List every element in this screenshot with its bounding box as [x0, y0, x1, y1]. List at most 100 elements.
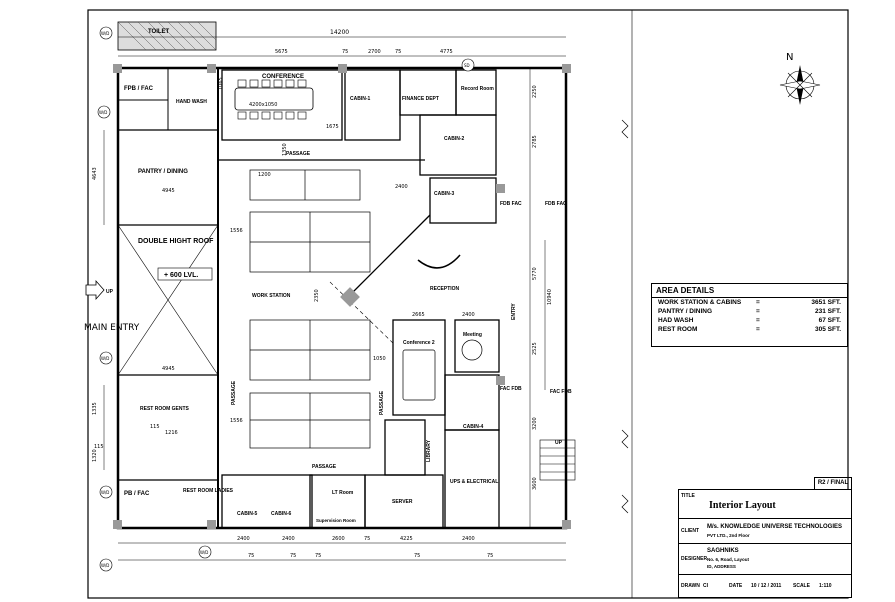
dim-inner-10: 1065 [218, 77, 224, 90]
dim-bot-small-1: 75 [290, 553, 296, 559]
toilet-hatch [117, 21, 217, 51]
designer-label: DESIGNER [681, 556, 708, 562]
scale-value: 1:110 [819, 583, 832, 589]
dim-left-0: 4643 [92, 167, 98, 180]
room-supervision: Supervision Room [316, 518, 356, 523]
room-hand-wash: HAND WASH [176, 99, 207, 105]
conference2-table [402, 349, 436, 401]
dim-right-1: 2785 [532, 135, 538, 148]
designer-sub1: No. 6, Road, Layout [707, 557, 750, 562]
client-name: M/s. KNOWLEDGE UNIVERSE TECHNOLOGIES [707, 524, 843, 530]
room-passage-right: PASSAGE [379, 390, 385, 415]
area-row-value: 305 SFT. [814, 326, 841, 333]
area-row-name: PANTRY / DINING [658, 308, 713, 315]
dim-top-seg-4: 4775 [440, 49, 453, 55]
conference-table [234, 87, 314, 111]
room-double-height: DOUBLE HIGHT ROOF [138, 238, 214, 245]
meeting-table [461, 339, 483, 361]
dim-bot-seg-0: 2400 [237, 536, 250, 542]
room-ups: UPS & ELECTRICAL [450, 479, 498, 485]
dim-inner-7: 4945 [162, 188, 175, 194]
room-fdb-fac1: FDB FAC [500, 201, 522, 207]
room-fdb-fac2: FDB FAC [545, 201, 567, 207]
dim-bot-small-2: 75 [315, 553, 321, 559]
dim-right-3: 2525 [532, 342, 538, 355]
dim-inner-12: 1350 [282, 143, 288, 156]
room-record: Record Room [461, 86, 494, 92]
room-server: SERVER [392, 499, 413, 505]
wd-tag-1: W/D [99, 110, 107, 115]
date-label: DATE [729, 583, 743, 589]
dim-bot-seg-2: 2600 [332, 536, 345, 542]
room-fpb-fac-bottom: PB / FAC [124, 491, 150, 497]
right-stair [539, 439, 576, 481]
drawing-title: Interior Layout [709, 500, 776, 511]
dim-top-seg-2: 2700 [368, 49, 381, 55]
dim-bot-small-0: 75 [248, 553, 254, 559]
room-toilet: TOILET [148, 29, 170, 35]
designer-row: DESIGNER SAGHNIKS No. 6, Road, Layout ID… [679, 544, 851, 575]
area-row-value: 67 SFT. [818, 317, 841, 324]
scale-label: SCALE [793, 583, 810, 589]
main-entry-arrow [85, 279, 105, 301]
break-lines [621, 119, 629, 514]
drawn-value: CI [703, 583, 708, 589]
area-row: HAD WASH=67 SFT. [652, 316, 847, 325]
dim-bot-small-3: 75 [414, 553, 420, 559]
date-value: 10 / 12 / 2011 [751, 583, 782, 589]
room-library: LIBRARY [426, 439, 432, 462]
north-label: N [786, 52, 793, 63]
dim-top-seg-0: 5675 [275, 49, 288, 55]
columns [113, 64, 571, 529]
wd-tag-0: W/D [101, 31, 109, 36]
dim-bot-seg-5: 2400 [462, 536, 475, 542]
room-cabin5: CABIN-5 [237, 511, 257, 517]
area-row: PANTRY / DINING = 231 SFT. [652, 307, 847, 316]
area-row-name: WORK STATION & CABINS [658, 299, 742, 306]
dim-right-4: 3200 [532, 417, 538, 430]
title-row: TITLE Interior Layout [679, 490, 851, 519]
room-rest-ladies: REST ROOM LADIES [183, 488, 234, 494]
dim-inner-11: 1200 [258, 172, 271, 178]
dim-inner-0: 1556 [230, 228, 243, 234]
room-passage-left: PASSAGE [231, 380, 237, 405]
area-row: WORK STATION & CABINS = 3651 SFT. [652, 298, 847, 307]
area-row-eq: = [756, 308, 760, 315]
room-lvl: + 600 LVL. [164, 272, 198, 279]
client-row: CLIENT M/s. KNOWLEDGE UNIVERSE TECHNOLOG… [679, 519, 851, 544]
client-sub: PVT LTD., 2nd Floor [707, 533, 750, 538]
dim-right-0: 2250 [532, 85, 538, 98]
area-row-eq: = [756, 299, 760, 306]
dim-top-overall: 14200 [330, 29, 349, 36]
dim-right-5: 3600 [532, 477, 538, 490]
area-details-title: AREA DETAILS [652, 284, 847, 298]
title-block: TITLE Interior Layout CLIENT M/s. KNOWLE… [678, 489, 852, 598]
meta-row: DRAWN CI DATE 10 / 12 / 2011 SCALE 1:110 [679, 576, 851, 596]
designer-name: SAGHNIKS [707, 548, 739, 554]
room-passage-bottom: PASSAGE [312, 464, 337, 470]
area-row-name: REST ROOM [658, 326, 698, 333]
dim-inner-6: 1050 [373, 356, 386, 362]
room-work-station: WORK STATION [252, 293, 291, 299]
wd-tag-2: W/D [101, 356, 109, 361]
entry-label: ENTRY [511, 303, 517, 320]
wd-tag-5: W/D [200, 550, 208, 555]
dim-inner-9: 1675 [326, 124, 339, 130]
dimension-lines [103, 36, 566, 561]
lvl-box [157, 267, 213, 281]
dim-top-seg-1: 75 [342, 49, 348, 55]
room-fac-fdb: FAC FDB [500, 386, 522, 392]
dim-bot-seg-1: 2400 [282, 536, 295, 542]
room-reception: RECEPTION [430, 286, 460, 292]
area-row-value: 3651 SFT. [811, 299, 841, 306]
area-row-value: 231 SFT. [814, 308, 841, 315]
dim-left-1: 1335 [92, 402, 98, 415]
room-conference2: Conference 2 [403, 340, 435, 346]
room-cabin4: CABIN-4 [463, 424, 483, 430]
conference-chairs [237, 79, 307, 120]
dim-bot-seg-3: 75 [364, 536, 370, 542]
room-lt: LT Room [332, 490, 354, 496]
double-height-cross [117, 224, 219, 376]
conference-size: 4200x1050 [249, 102, 277, 108]
